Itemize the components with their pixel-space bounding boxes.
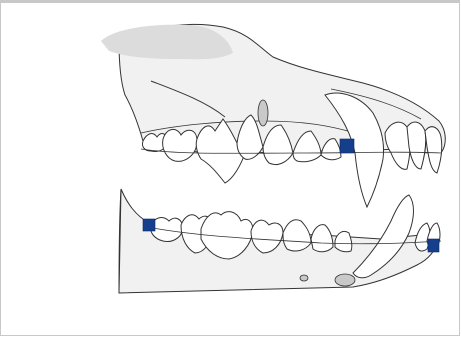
infraorbital-foramen	[258, 100, 268, 126]
upper-incisor-3	[385, 122, 410, 169]
upper-molar-1	[163, 129, 197, 161]
lower-molar-3	[151, 218, 183, 242]
lower-premolar-2	[311, 225, 333, 252]
lower-premolar-1	[335, 231, 352, 251]
lower-premolar-3	[283, 220, 311, 251]
marker-lower-front	[428, 239, 439, 252]
canine-skull-diagram	[1, 3, 462, 341]
upper-incisor-1	[425, 127, 442, 173]
marker-upper-rear	[143, 219, 155, 231]
upper-incisor-2	[407, 122, 426, 169]
mental-foramen-large	[335, 274, 355, 286]
marker-upper-carnassial	[340, 139, 354, 153]
mental-foramen-small	[300, 275, 308, 281]
